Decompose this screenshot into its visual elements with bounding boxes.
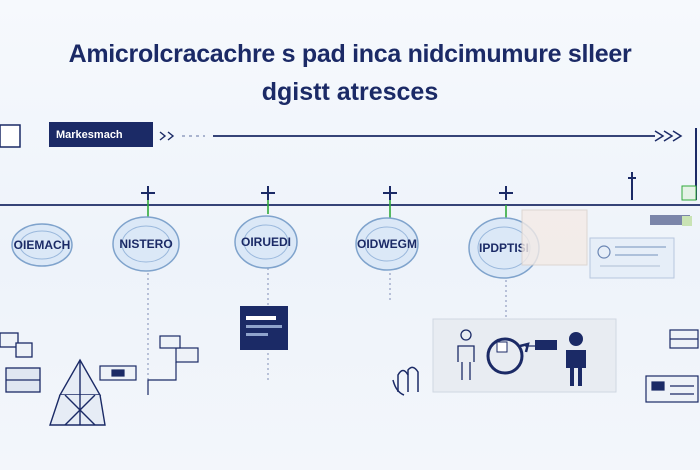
document-panel-icon <box>240 306 288 350</box>
timeline-ticks <box>141 172 636 200</box>
top-flow-band: Markesmach <box>0 122 697 200</box>
node-3: OIRUEDI <box>234 215 298 269</box>
stacked-boxes-icon <box>0 332 41 393</box>
device-stack-icon <box>99 335 199 395</box>
triangle-structure-icon <box>49 358 106 426</box>
node-4: OIDWEGM <box>355 217 419 271</box>
diagram-subtitle: dgistt atresces <box>261 78 439 106</box>
team-panel <box>432 318 617 393</box>
right-panels <box>521 209 692 279</box>
faded-chart-panel <box>521 209 588 266</box>
tick-plus-icon <box>141 186 155 200</box>
info-card <box>589 237 675 279</box>
node-3-label: OIRUEDI <box>241 235 291 249</box>
node-2: NISTERO <box>112 216 180 272</box>
node-1-label: OIEMACH <box>14 238 71 252</box>
tick-plus-icon <box>261 186 275 200</box>
start-tag <box>49 122 153 147</box>
chevron-right-icon <box>654 130 683 142</box>
node-5-label: IPDPTISI <box>479 241 529 255</box>
tick-plus-icon <box>383 186 397 200</box>
node-4-label: OIDWEGM <box>357 237 417 251</box>
person-figure-icon <box>566 332 586 386</box>
person-figure-icon <box>457 329 475 380</box>
tag-pointer-icon <box>525 340 557 350</box>
diagram-title: Amicrolcracachre s pad inca nidcimumure … <box>68 40 632 68</box>
start-tag-label: Markesmach <box>56 129 123 141</box>
hand-icon <box>392 366 419 396</box>
start-marker-icon <box>0 124 21 148</box>
chevron-right-icon <box>159 131 175 141</box>
green-connectors <box>147 200 507 222</box>
node-2-label: NISTERO <box>119 237 172 251</box>
tick-plus-icon <box>499 186 513 200</box>
circular-arrow-icon <box>486 337 530 375</box>
node-1: OIEMACH <box>11 223 73 267</box>
server-rack-icon <box>645 329 699 403</box>
flag-icon <box>681 185 697 201</box>
tick-plus-icon <box>628 172 636 200</box>
